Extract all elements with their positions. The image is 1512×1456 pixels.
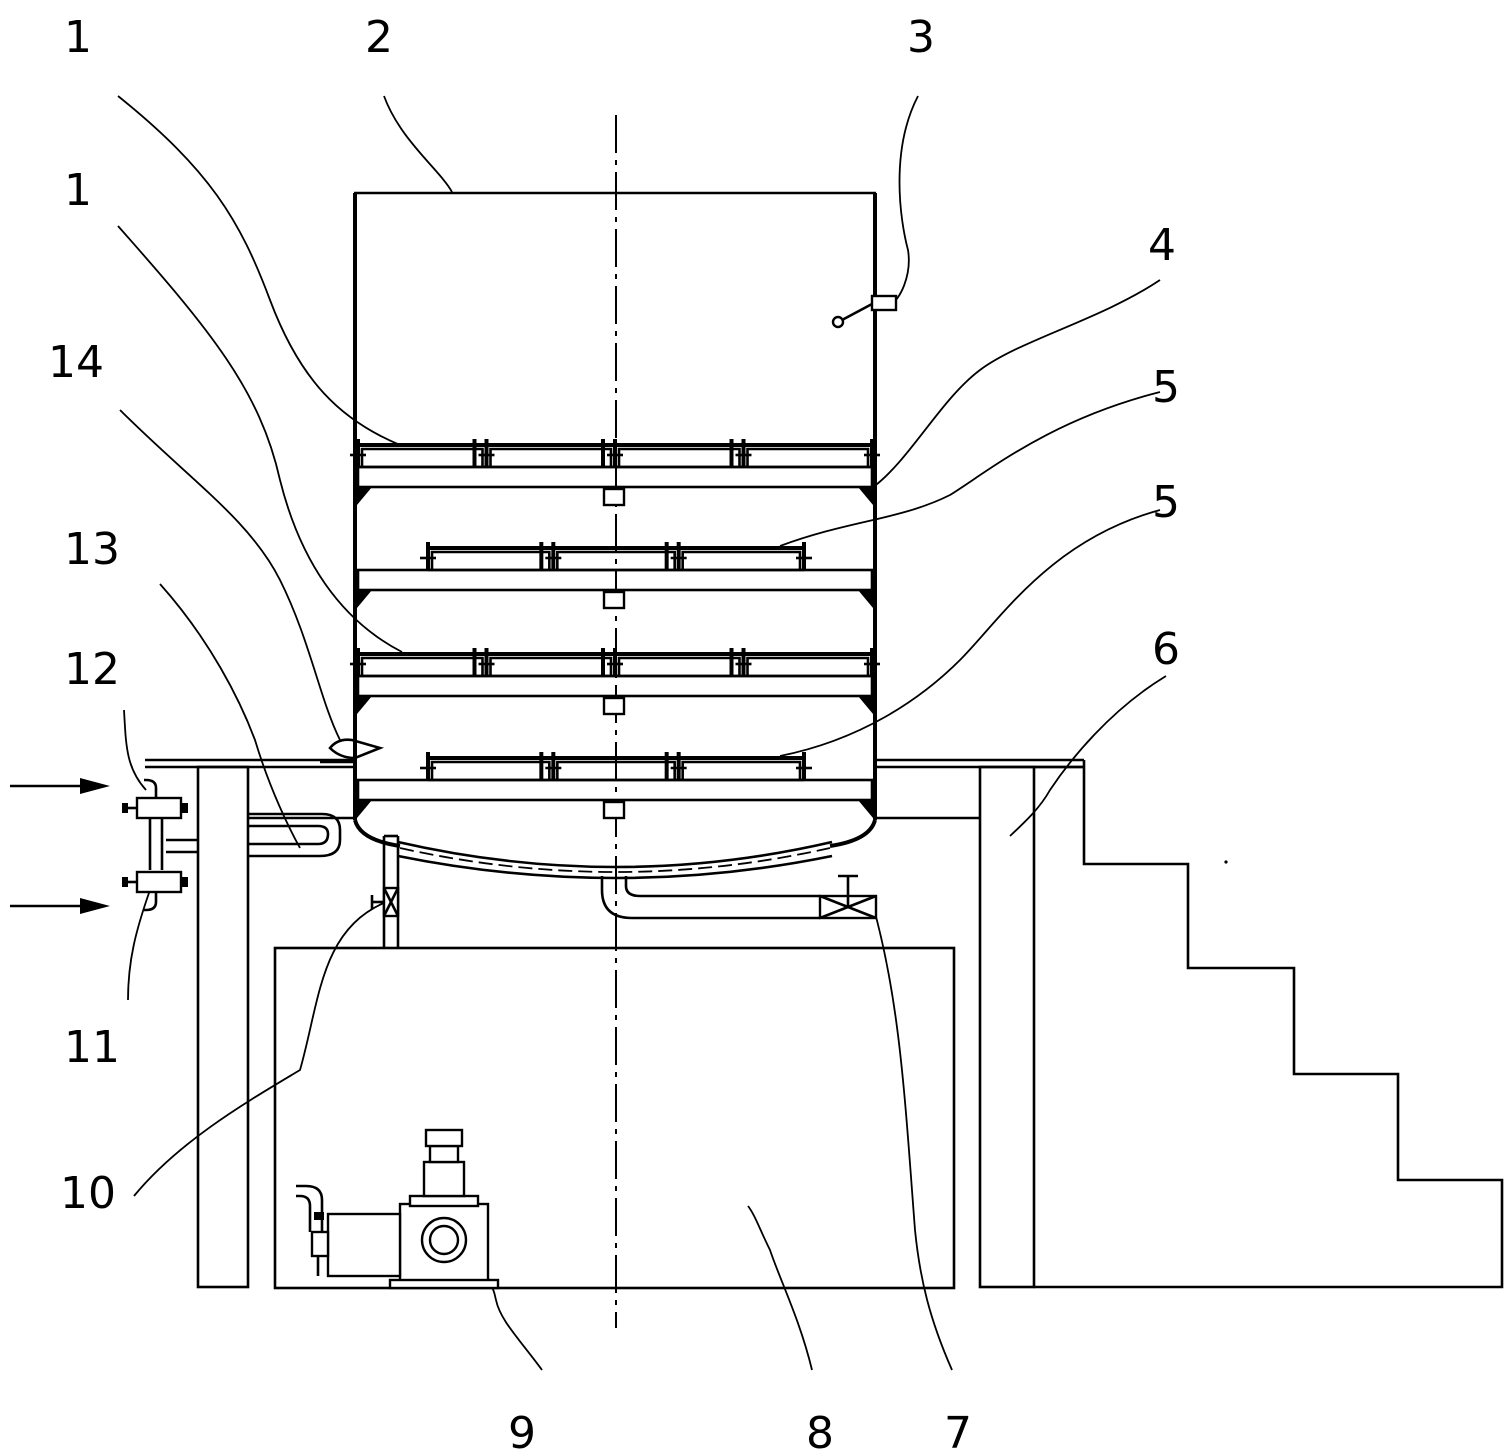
leader-6 <box>1009 675 1167 837</box>
leader-14 <box>119 409 341 741</box>
support-platform <box>145 758 1084 1289</box>
label-7-outlet-valve: 7 <box>944 1408 972 1456</box>
leader-5-lower <box>779 509 1161 757</box>
tray-racks <box>350 439 880 820</box>
part-labels: 1 2 3 1 14 4 5 13 5 12 6 11 10 9 8 7 <box>48 12 1180 1456</box>
leader-13 <box>159 583 301 849</box>
label-9-pump: 9 <box>508 1408 536 1456</box>
label-2-tank: 2 <box>365 12 393 63</box>
leader-12 <box>123 709 147 791</box>
sensor-probe <box>831 294 898 329</box>
leader-10 <box>133 901 387 1197</box>
tray-rack <box>356 752 874 820</box>
tray-rack <box>350 439 880 507</box>
label-13-inlet-pipe: 13 <box>64 524 120 575</box>
label-1-upper-rack: 1 <box>64 12 92 63</box>
leader-7 <box>871 901 953 1371</box>
leader-2 <box>383 95 453 193</box>
drain-pipe <box>370 834 400 948</box>
label-10-drain-valve: 10 <box>60 1168 116 1219</box>
tank-bottom-dish <box>397 840 833 869</box>
pump <box>296 1128 500 1290</box>
spray-nozzle <box>320 738 385 764</box>
outlet-pipe <box>600 874 878 920</box>
label-6-platform: 6 <box>1152 624 1180 675</box>
lower-inlet-valve <box>135 870 183 894</box>
tray-rack <box>350 648 880 716</box>
label-12-upper-valve: 12 <box>64 644 120 695</box>
label-5-lower-tray: 5 <box>1152 477 1180 528</box>
label-11-lower-valve: 11 <box>64 1022 120 1073</box>
flow-arrows <box>10 778 110 914</box>
upper-inlet-valve <box>135 796 183 820</box>
label-8-base-tank: 8 <box>806 1408 834 1456</box>
marker-dot <box>1224 860 1228 864</box>
stairs <box>1034 760 1504 1289</box>
tray-rack <box>356 542 874 610</box>
leader-4 <box>871 279 1161 489</box>
inlet-piping <box>122 778 342 912</box>
base-tank <box>273 946 956 1290</box>
label-5-upper-tray: 5 <box>1152 362 1180 413</box>
label-14-nozzle: 14 <box>48 337 104 388</box>
leader-5-upper <box>779 391 1161 547</box>
label-1-lower-rack: 1 <box>64 165 92 216</box>
leader-1-upper <box>117 95 401 446</box>
label-4-bracket: 4 <box>1148 220 1176 271</box>
leader-1-lower <box>117 225 403 653</box>
label-3-sensor: 3 <box>907 12 935 63</box>
leader-3 <box>889 95 919 306</box>
leader-8 <box>747 1205 813 1371</box>
leader-11 <box>127 889 151 1001</box>
